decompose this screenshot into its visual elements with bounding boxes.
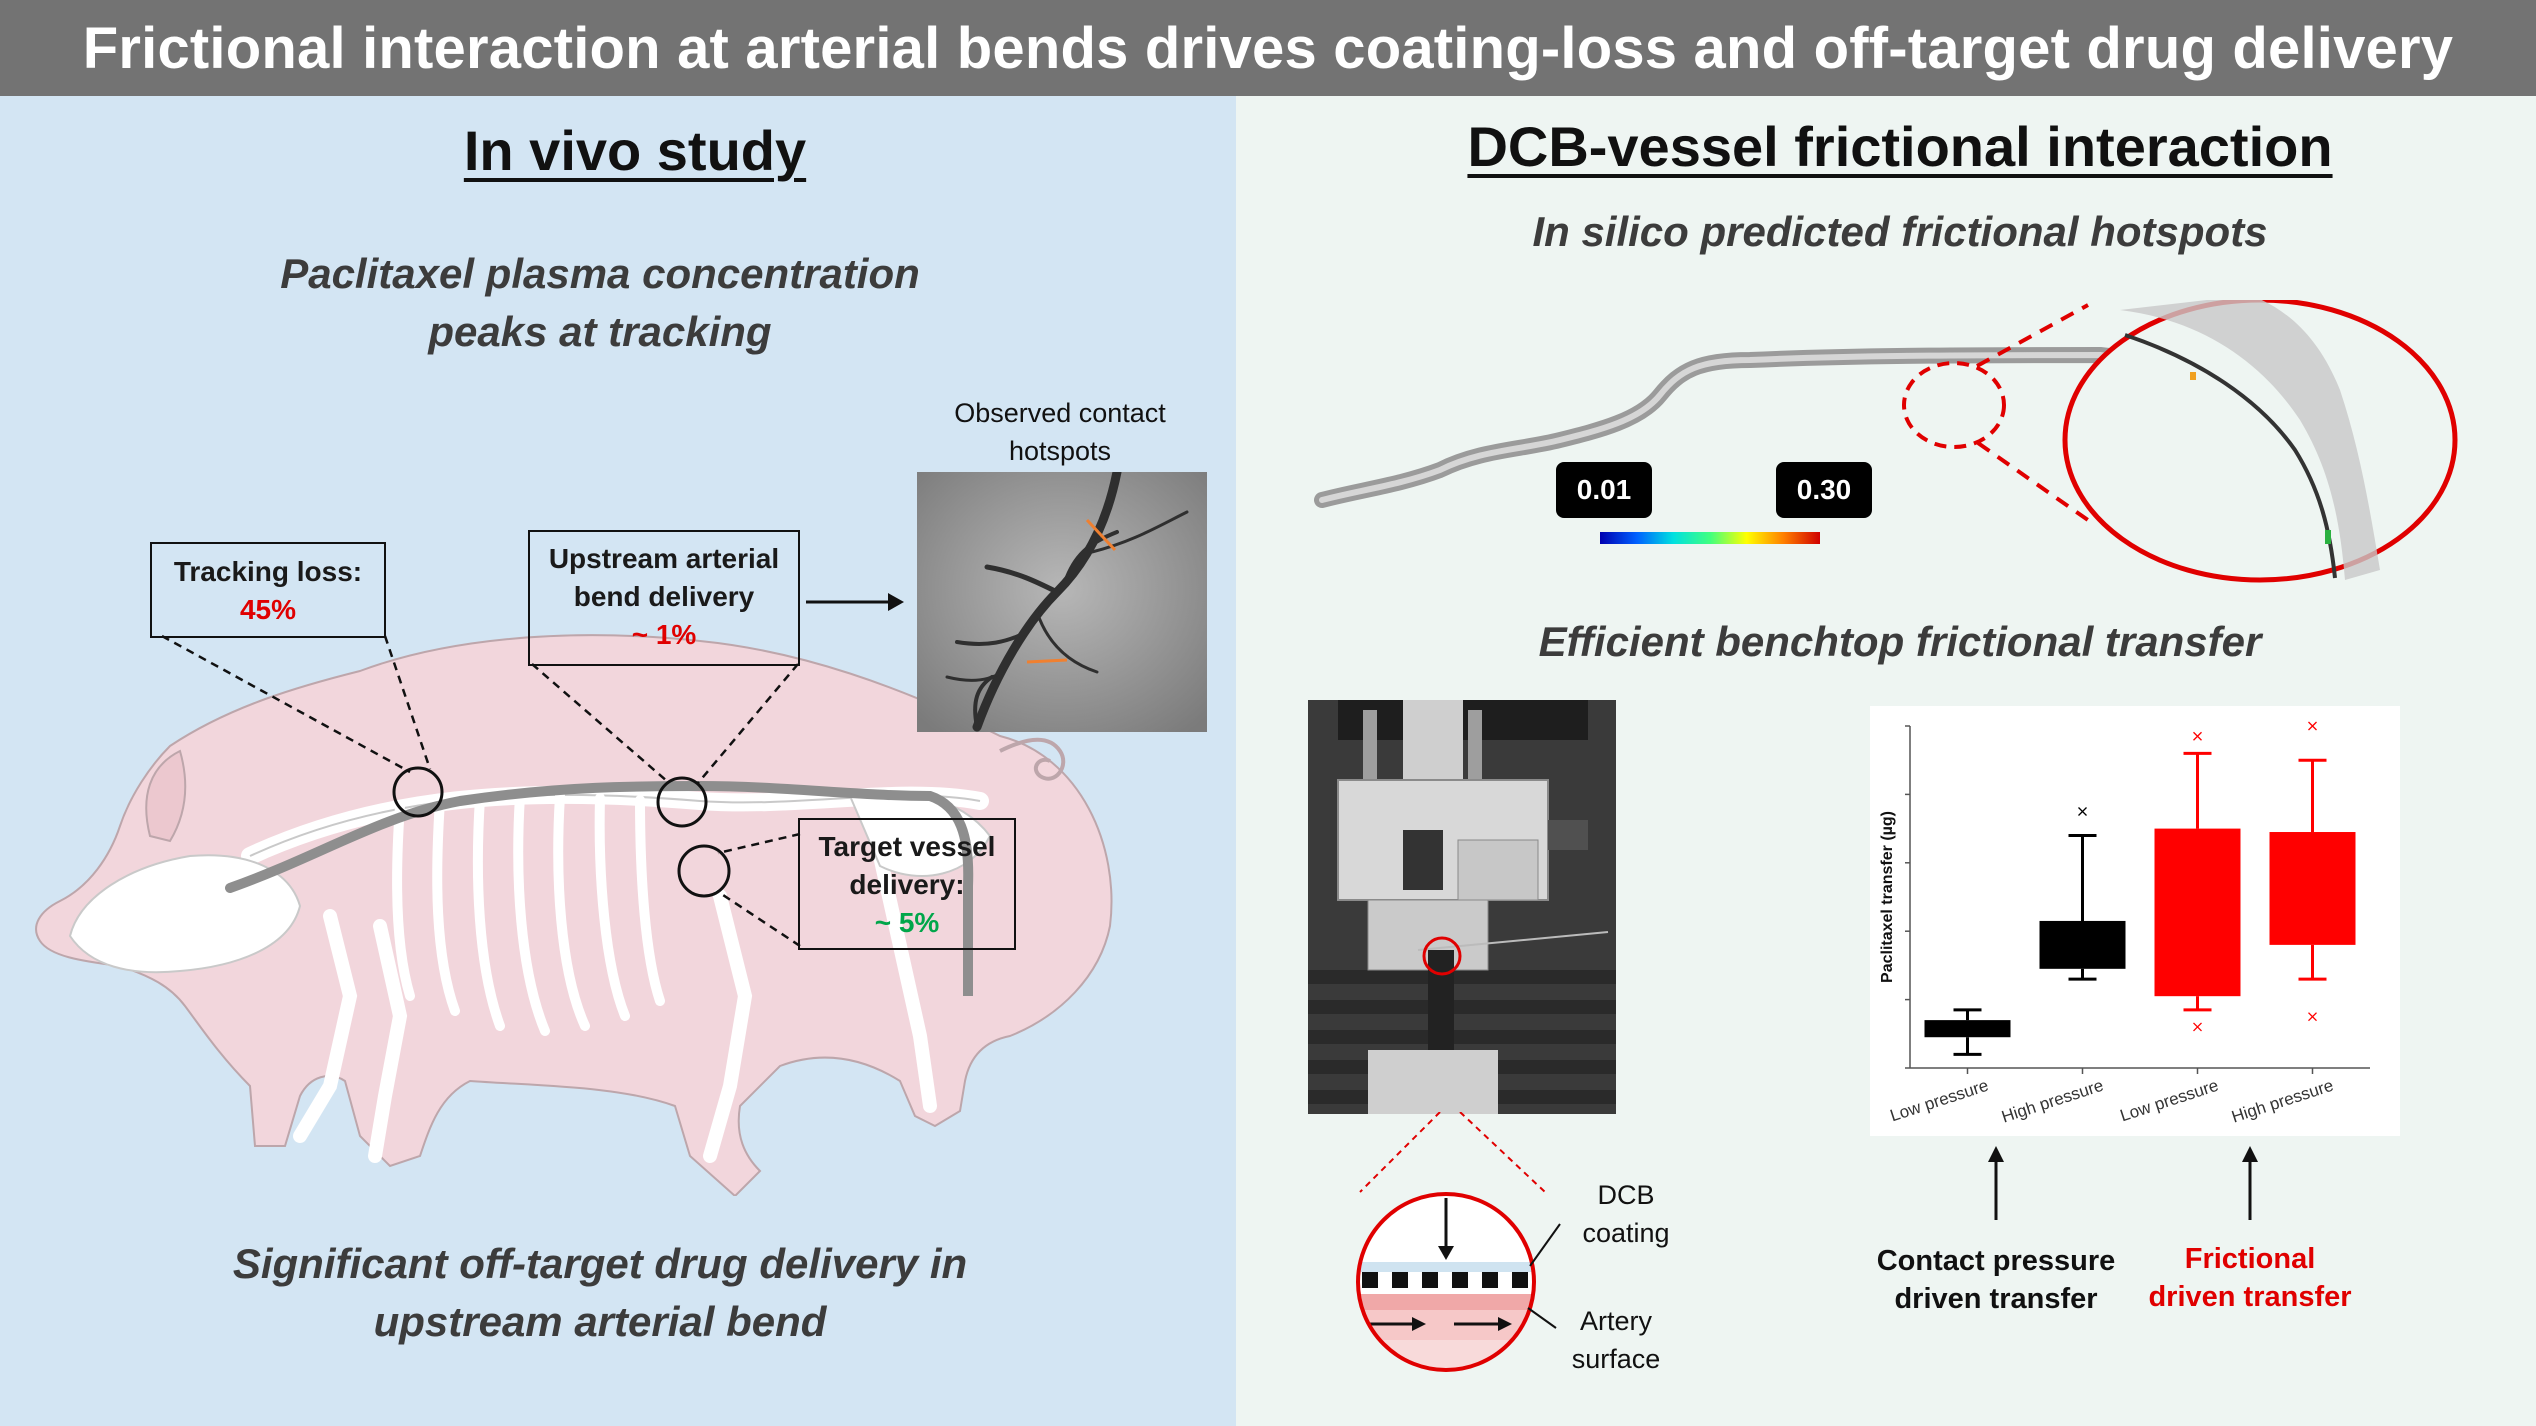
artery-label-line1: Artery: [1579, 1306, 1652, 1336]
left-subtitle-line2: peaks at tracking: [428, 308, 772, 355]
outlier-1-0: [2078, 807, 2087, 816]
colorbar-max-label: 0.30: [1776, 462, 1872, 518]
box-3: [2269, 832, 2356, 945]
left-footer-line2: upstream arterial bend: [373, 1298, 827, 1345]
box-1: [2039, 920, 2126, 969]
observed-caption-line1: Observed contact: [954, 398, 1166, 428]
tracking-hotspot-circle: [392, 766, 444, 818]
bench-title: Efficient benchtop frictional transfer: [1538, 618, 2262, 665]
coating-schematic: [1356, 1192, 1536, 1372]
in-silico-vessel: [1314, 300, 2458, 583]
artery-label-line2: surface: [1571, 1344, 1661, 1374]
dcb-label-line2: coating: [1582, 1218, 1670, 1248]
pig-illustration: [35, 593, 1113, 1196]
outlier-3-0: [2308, 1012, 2317, 1022]
tracking-loss-value: 45%: [239, 594, 297, 625]
target-hotspot-circle: [677, 844, 731, 898]
outlier-3-1: [2308, 721, 2317, 731]
left-subtitle-line1: Paclitaxel plasma concentration: [280, 250, 920, 297]
target-vessel-box: Target vessel delivery: ~ 5%: [798, 818, 1016, 950]
outlier-2-1: [2193, 731, 2202, 741]
box-2: [2154, 828, 2241, 997]
angiography-image: [917, 472, 1207, 732]
tracking-loss-label: Tracking loss:: [173, 556, 363, 587]
friction-caption-line1: Frictional: [2184, 1243, 2316, 1275]
silico-title: In silico predicted frictional hotspots: [1532, 208, 2268, 255]
in-vivo-title: In vivo study: [463, 119, 807, 182]
target-label-line2: delivery:: [849, 869, 965, 900]
left-footer-line1: Significant off-target drug delivery in: [232, 1240, 968, 1287]
outlier-2-0: [2193, 1022, 2202, 1032]
benchtop-photo: [1308, 700, 1616, 1114]
pig-body: [35, 634, 1113, 1196]
contact-caption-line2: driven transfer: [1894, 1283, 2098, 1315]
upstream-bend-box: Upstream arterial bend delivery ~ 1%: [528, 530, 800, 666]
upstream-value: ~ 1%: [631, 619, 697, 650]
banner-title: Frictional interaction at arterial bends…: [0, 0, 2536, 96]
target-label-line1: Target vessel: [818, 831, 996, 862]
friction-caption-line2: driven transfer: [2148, 1281, 2352, 1313]
tracking-loss-box: Tracking loss: 45%: [150, 542, 386, 638]
box-0: [1924, 1020, 2011, 1038]
upstream-label-line2: bend delivery: [573, 581, 755, 612]
observed-caption-line2: hotspots: [1008, 436, 1112, 466]
upstream-hotspot-circle: [656, 776, 708, 828]
colorbar-gradient: [1600, 532, 1820, 544]
y-axis-label: Paclitaxel transfer (µg): [1879, 811, 1896, 983]
target-value: ~ 5%: [874, 907, 940, 938]
upstream-label-line1: Upstream arterial: [548, 543, 780, 574]
dcb-label-line1: DCB: [1597, 1180, 1655, 1210]
frictional-title: DCB-vessel frictional interaction: [1467, 115, 2333, 178]
colorbar-min-label: 0.01: [1556, 462, 1652, 518]
contact-caption-line1: Contact pressure: [1876, 1245, 2116, 1277]
